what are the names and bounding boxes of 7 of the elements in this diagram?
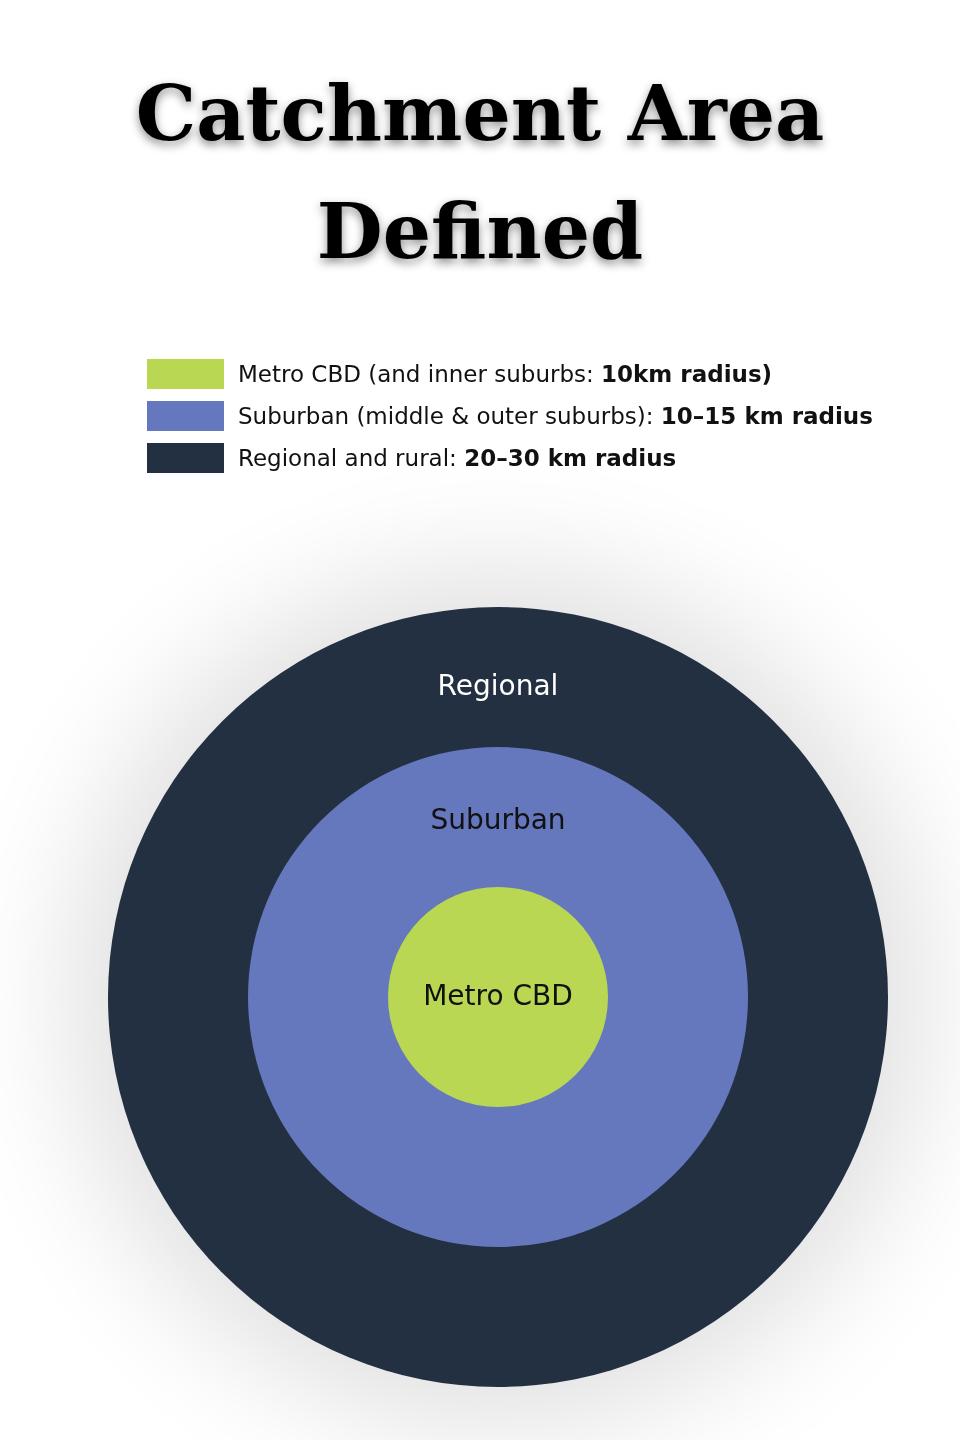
zone-label: Metro CBD xyxy=(423,979,573,1012)
legend-text: Metro CBD (and inner suburbs: 10km radius) xyxy=(238,361,773,387)
title: Catchment Area Defined xyxy=(134,68,826,278)
legend-text: Regional and rural: 20–30 km radius xyxy=(238,445,677,471)
zone-label: Regional xyxy=(437,669,559,702)
legend-text: Suburban (middle & outer suburbs): 10–15 km radius xyxy=(238,403,873,429)
zone-label: Suburban xyxy=(430,803,566,836)
